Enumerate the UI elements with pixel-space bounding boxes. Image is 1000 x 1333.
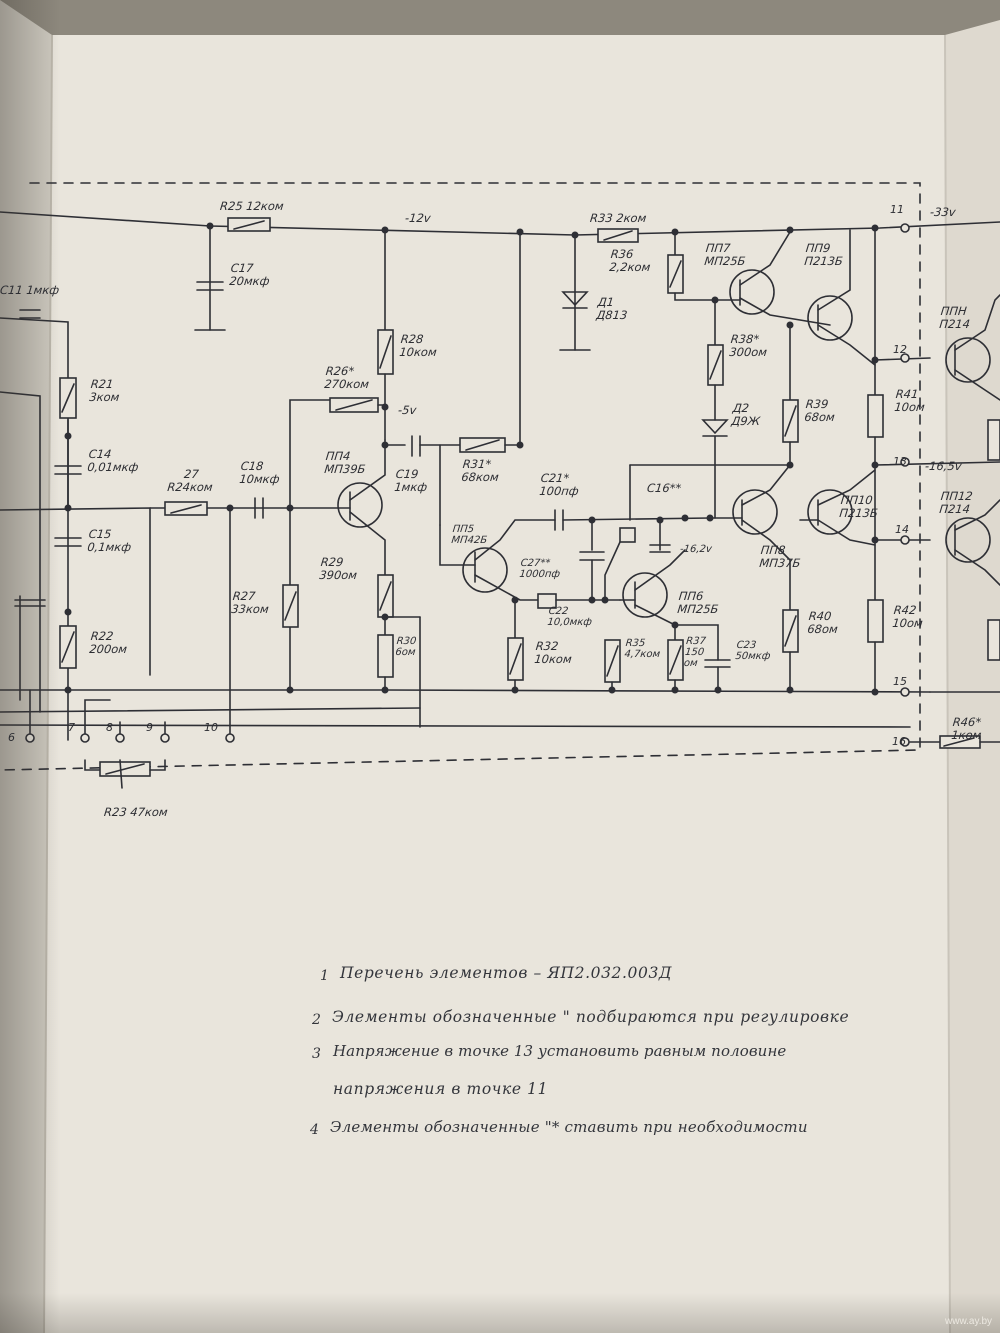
terminal-15: 15 [893,675,907,688]
terminal-7: 7 [68,721,75,734]
label-r46: R46*1ком [950,715,983,742]
rail-minus-16-5v: -16,5v [924,459,963,473]
left-paper-flap [0,0,52,1333]
rail-minus-16-2v: -16,2v [679,544,713,555]
board-outline [0,182,921,771]
terminal-16: 16 [892,735,906,748]
label-r33: R33 2ком [589,211,648,225]
label-r23: R23 47ком [103,805,169,819]
rail-minus-33v: -33v [929,205,957,219]
schematic-wiring [0,182,1000,789]
note-2-number: 2 [312,1012,321,1028]
watermark: www.ay.by [945,1316,993,1327]
note-2-text: Элементы обозначенные " подбираются при … [332,1008,850,1026]
terminal-10: 10 [204,721,218,734]
label-r38: R38*300ом [728,332,768,359]
note-3-number: 3 [312,1046,321,1062]
label-r26: R26*270ком [323,364,370,391]
terminal-6: 6 [8,731,15,744]
note-1-number: 1 [320,968,329,984]
rail-minus-12v: -12v [404,211,432,225]
terminal-13: 13 [893,455,907,468]
terminal-14: 14 [895,523,909,536]
terminal-12: 12 [893,343,907,356]
note-3-text: Напряжение в точке 13 установить равным … [333,1042,787,1060]
note-3-continuation: напряжения в точке 11 [333,1080,549,1098]
label-c16: С16** [646,481,682,495]
rail-minus-5v: -5v [397,403,418,417]
label-r31: R31*68ком [460,457,500,484]
note-4-number: 4 [310,1122,319,1138]
terminal-8: 8 [106,721,113,734]
label-c21: С21*100пф [538,471,580,498]
label-c11: С11 1мкф [0,283,60,297]
terminal-9: 9 [146,721,153,734]
note-4-text: Элементы обозначенные "* ставить при нео… [330,1118,808,1136]
label-r25: R25 12ком [219,199,285,213]
note-1-text: Перечень элементов – ЯП2.032.003Д [340,964,673,982]
label-c27: С27**1000пф [518,558,561,580]
terminal-11: 11 [890,203,904,216]
